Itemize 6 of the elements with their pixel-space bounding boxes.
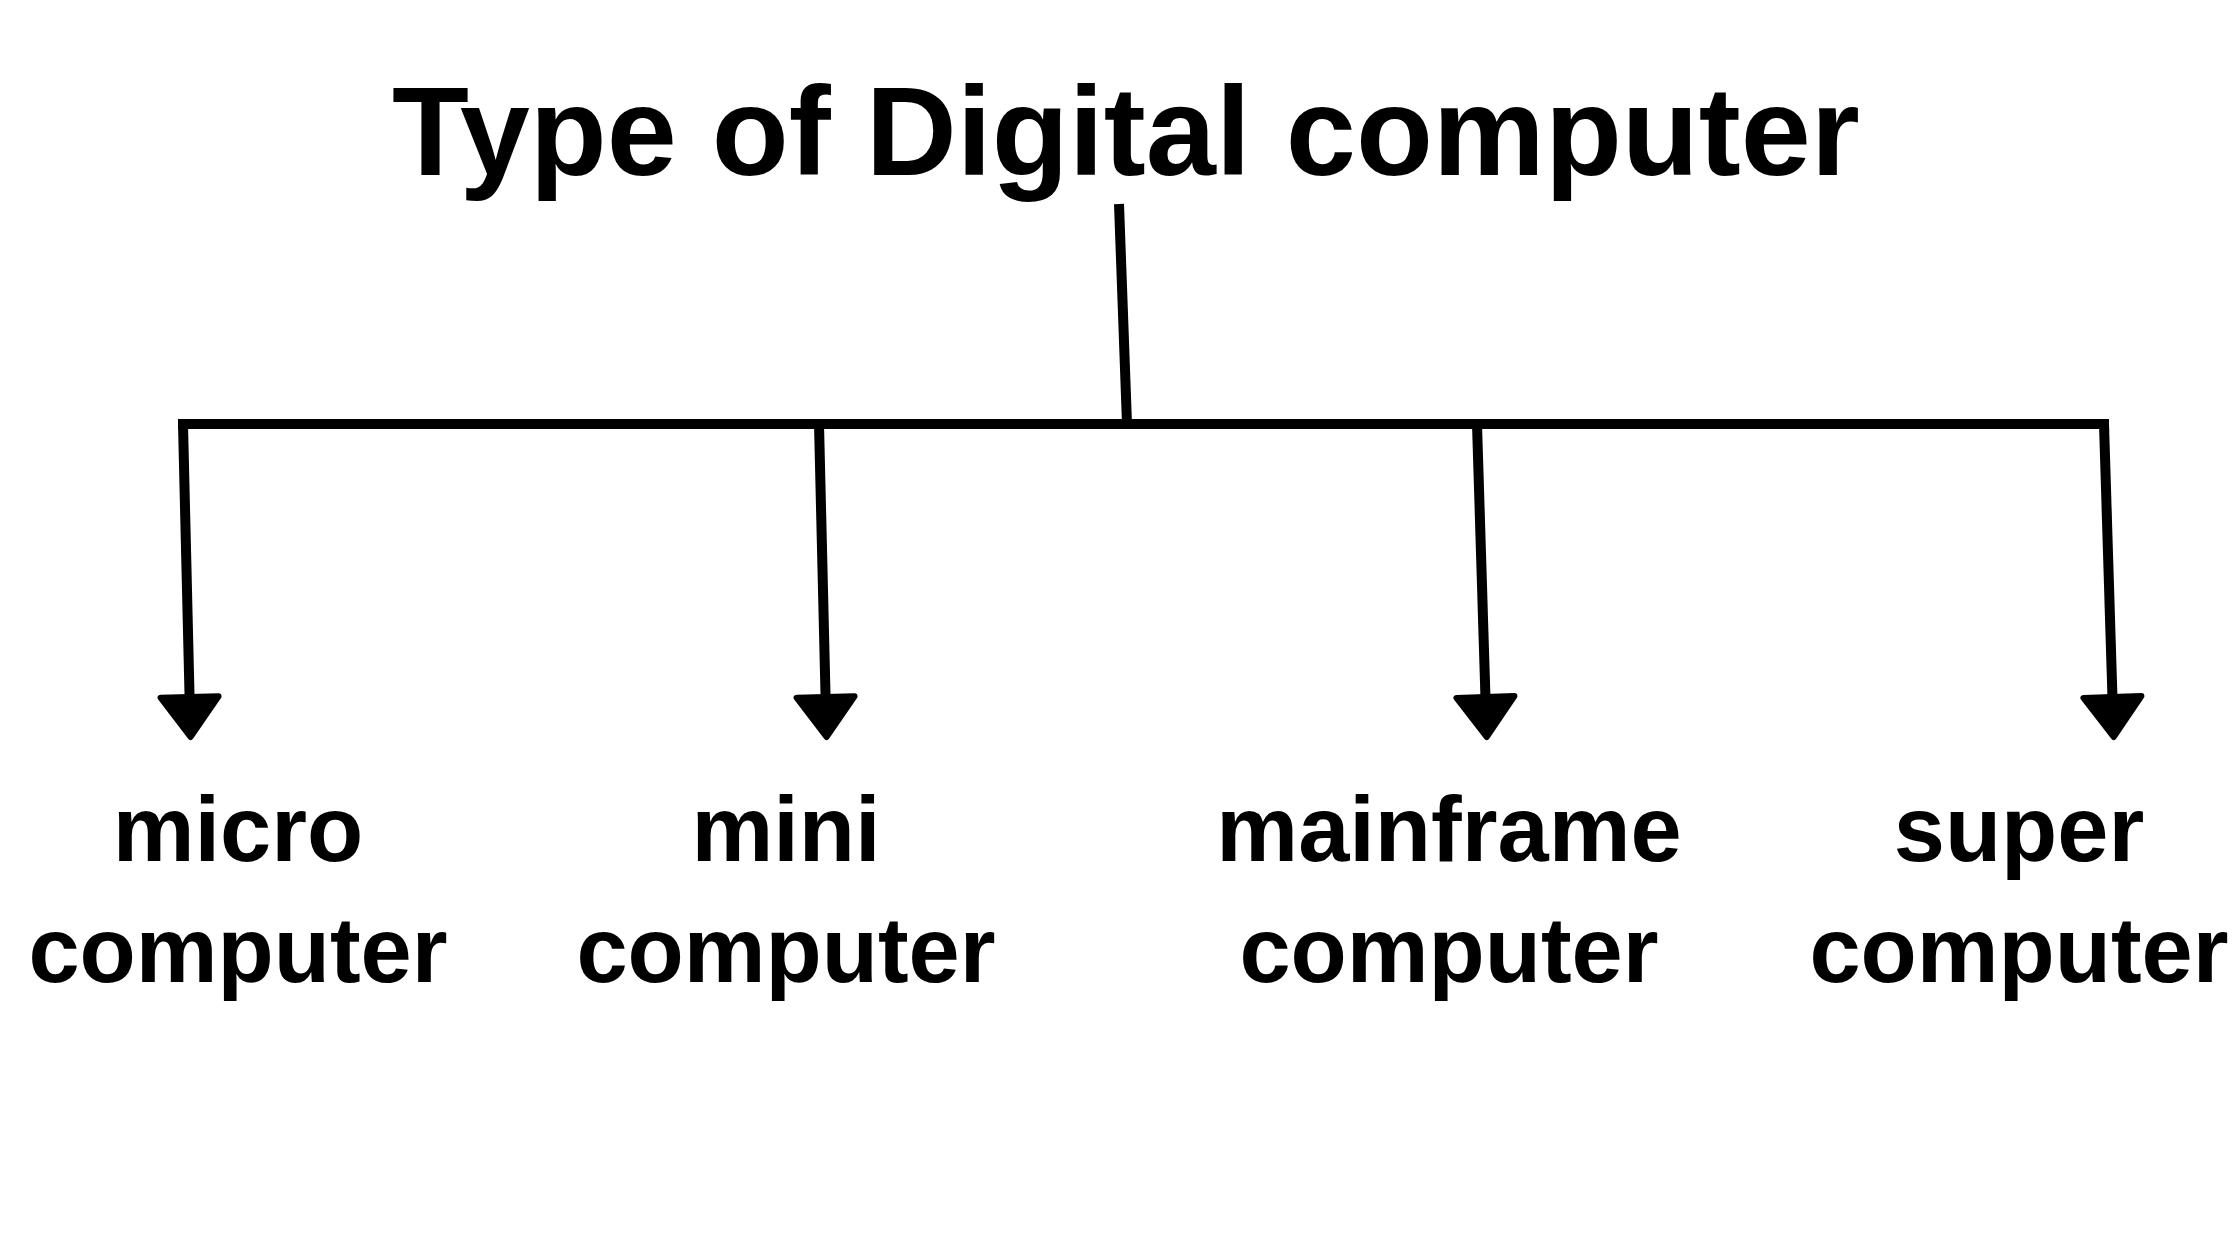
category-label: micro computer [28, 740, 448, 1011]
arrow [2080, 423, 2145, 740]
diagram-title: Type of Digital computer [392, 59, 1860, 204]
category-label: mainframe computer [1216, 740, 1682, 1011]
category-label: mini computer [576, 740, 996, 1011]
category-label: super computer [1809, 740, 2229, 1011]
